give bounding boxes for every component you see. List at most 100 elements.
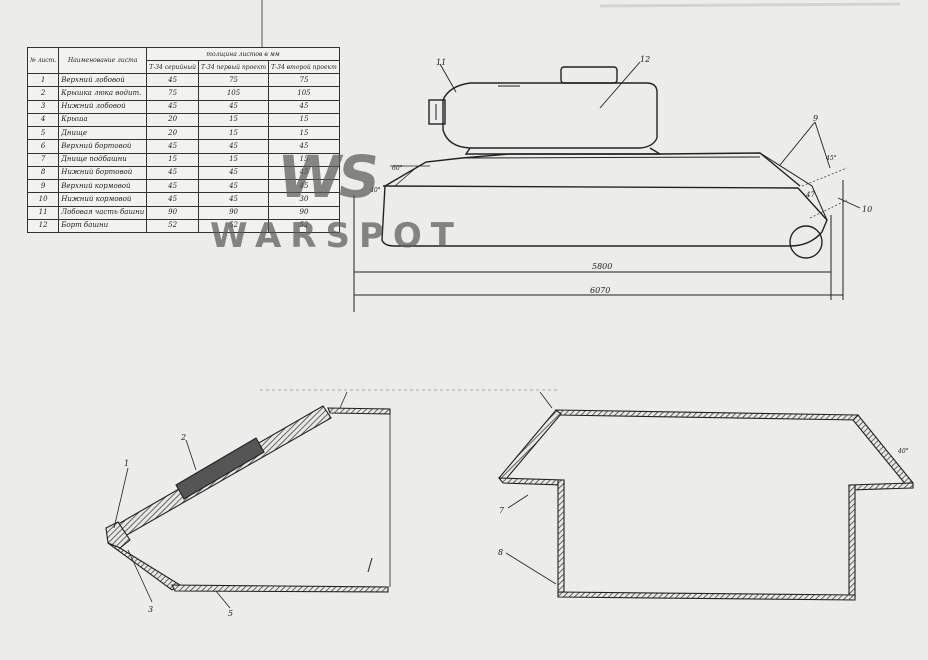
cell-plate-name: Днище (58, 125, 148, 141)
leader-rear-b (814, 121, 831, 169)
cell-plate-name: Верхний лобовой (58, 72, 148, 88)
bottom-plate (171, 584, 389, 593)
cell-project-1: 45 (197, 139, 270, 154)
label-angle-rear-upper: 45° (825, 155, 837, 162)
cell-project-2: 75 (268, 72, 340, 88)
cell-number: 9 (26, 178, 60, 194)
cell-plate-name: Нижний лобовой (58, 99, 148, 114)
cell-plate-name: Крыша (58, 112, 148, 128)
label-front-bottom-a: 3 (148, 605, 153, 614)
leader-cross-lower (505, 552, 557, 585)
cell-plate-name: Верхний кормовой (58, 178, 148, 194)
rear-wheel (789, 225, 823, 259)
cell-number: 2 (26, 86, 60, 101)
dim-label-total: 6070 (590, 286, 610, 295)
label-front-bottom-b: 5 (228, 609, 233, 618)
header-project-1: Т-34 первый проект (197, 60, 270, 74)
leader-bottom-b (215, 590, 231, 609)
roof-plate (327, 407, 391, 415)
cell-serial: 20 (146, 125, 199, 141)
cell-project-2: 15 (268, 125, 340, 141)
cell-project-1: 105 (197, 86, 270, 101)
leader-turret-side (599, 61, 641, 109)
dim-label-hull: 5800 (592, 262, 612, 271)
cell-project-1: 15 (197, 125, 270, 141)
cell-project-2: 15 (268, 152, 340, 167)
cell-serial: 15 (146, 152, 199, 167)
cell-plate-name: Нижний бортовой (58, 165, 148, 181)
cell-number: 6 (26, 139, 60, 154)
cell-plate-name: Верхний бортовой (58, 139, 148, 154)
cell-number: 10 (26, 192, 60, 207)
cell-project-2: 45 (268, 139, 340, 154)
leader-front-plate (185, 439, 197, 471)
cell-project-2: 105 (268, 86, 340, 101)
rear-armor-slope (759, 152, 828, 221)
tank-side-view (353, 61, 861, 312)
cross-right-lower-side (848, 484, 856, 598)
header-project-2: Т-34 второй проект (268, 60, 340, 74)
cell-number: 12 (26, 218, 60, 234)
cell-project-1: 15 (197, 152, 270, 167)
cell-serial: 45 (146, 72, 199, 88)
cell-project-2: 15 (268, 112, 340, 128)
label-angle-rear-lower: 47 (805, 191, 815, 199)
header-number: № лист. (26, 47, 60, 74)
label-angle-front-upper: 60° (392, 165, 403, 172)
label-cross-angle: 40° (897, 448, 909, 455)
cell-project-2: 52 (268, 218, 340, 234)
header-serial: Т-34 серийный (146, 60, 199, 74)
cell-number: 4 (26, 112, 60, 128)
cell-project-2: 45 (268, 178, 340, 194)
cross-bottom-plate (557, 591, 856, 601)
cell-plate-name: Борт башни (58, 218, 148, 234)
construction-tick (339, 391, 348, 409)
cross-construction-tick (539, 391, 553, 409)
cell-serial: 45 (146, 139, 199, 154)
front-angle-lines (390, 165, 430, 187)
cell-number: 11 (26, 205, 60, 220)
cell-project-1: 45 (197, 192, 270, 207)
cell-serial: 52 (146, 218, 199, 234)
leader-cross-upper (507, 494, 529, 509)
cell-number: 7 (26, 152, 60, 167)
section-tick (367, 557, 373, 573)
cell-number: 3 (26, 99, 60, 114)
cell-number: 1 (26, 72, 60, 88)
cross-left-lower-side (557, 479, 565, 593)
armor-thickness-table: № лист. Наименование листа толщина листо… (26, 47, 340, 234)
hull-cross-section (497, 391, 914, 601)
label-turret-side: 12 (640, 55, 650, 64)
label-angle-front-lower: 40° (369, 187, 381, 194)
rear-construction-lines (801, 167, 848, 219)
label-turret-front: 11 (436, 58, 446, 67)
cell-number: 8 (26, 165, 60, 181)
cell-project-2: 45 (268, 99, 340, 114)
cell-project-2: 30 (268, 192, 340, 207)
leader-rear-a (779, 121, 816, 166)
cell-project-1: 45 (197, 178, 270, 194)
driver-hatch-plate (175, 437, 265, 500)
nose-plate (105, 521, 131, 549)
leader-bottom-a (127, 549, 153, 603)
cell-project-1: 52 (197, 218, 270, 234)
label-cross-lower-side: 8 (498, 548, 503, 557)
label-front-upper-plate: 2 (180, 433, 186, 442)
cell-project-1: 90 (197, 205, 270, 220)
cell-serial: 90 (146, 205, 199, 220)
paper-smudge (599, 2, 901, 8)
hull-deck-edge (461, 156, 761, 159)
cell-project-1: 45 (197, 99, 270, 114)
